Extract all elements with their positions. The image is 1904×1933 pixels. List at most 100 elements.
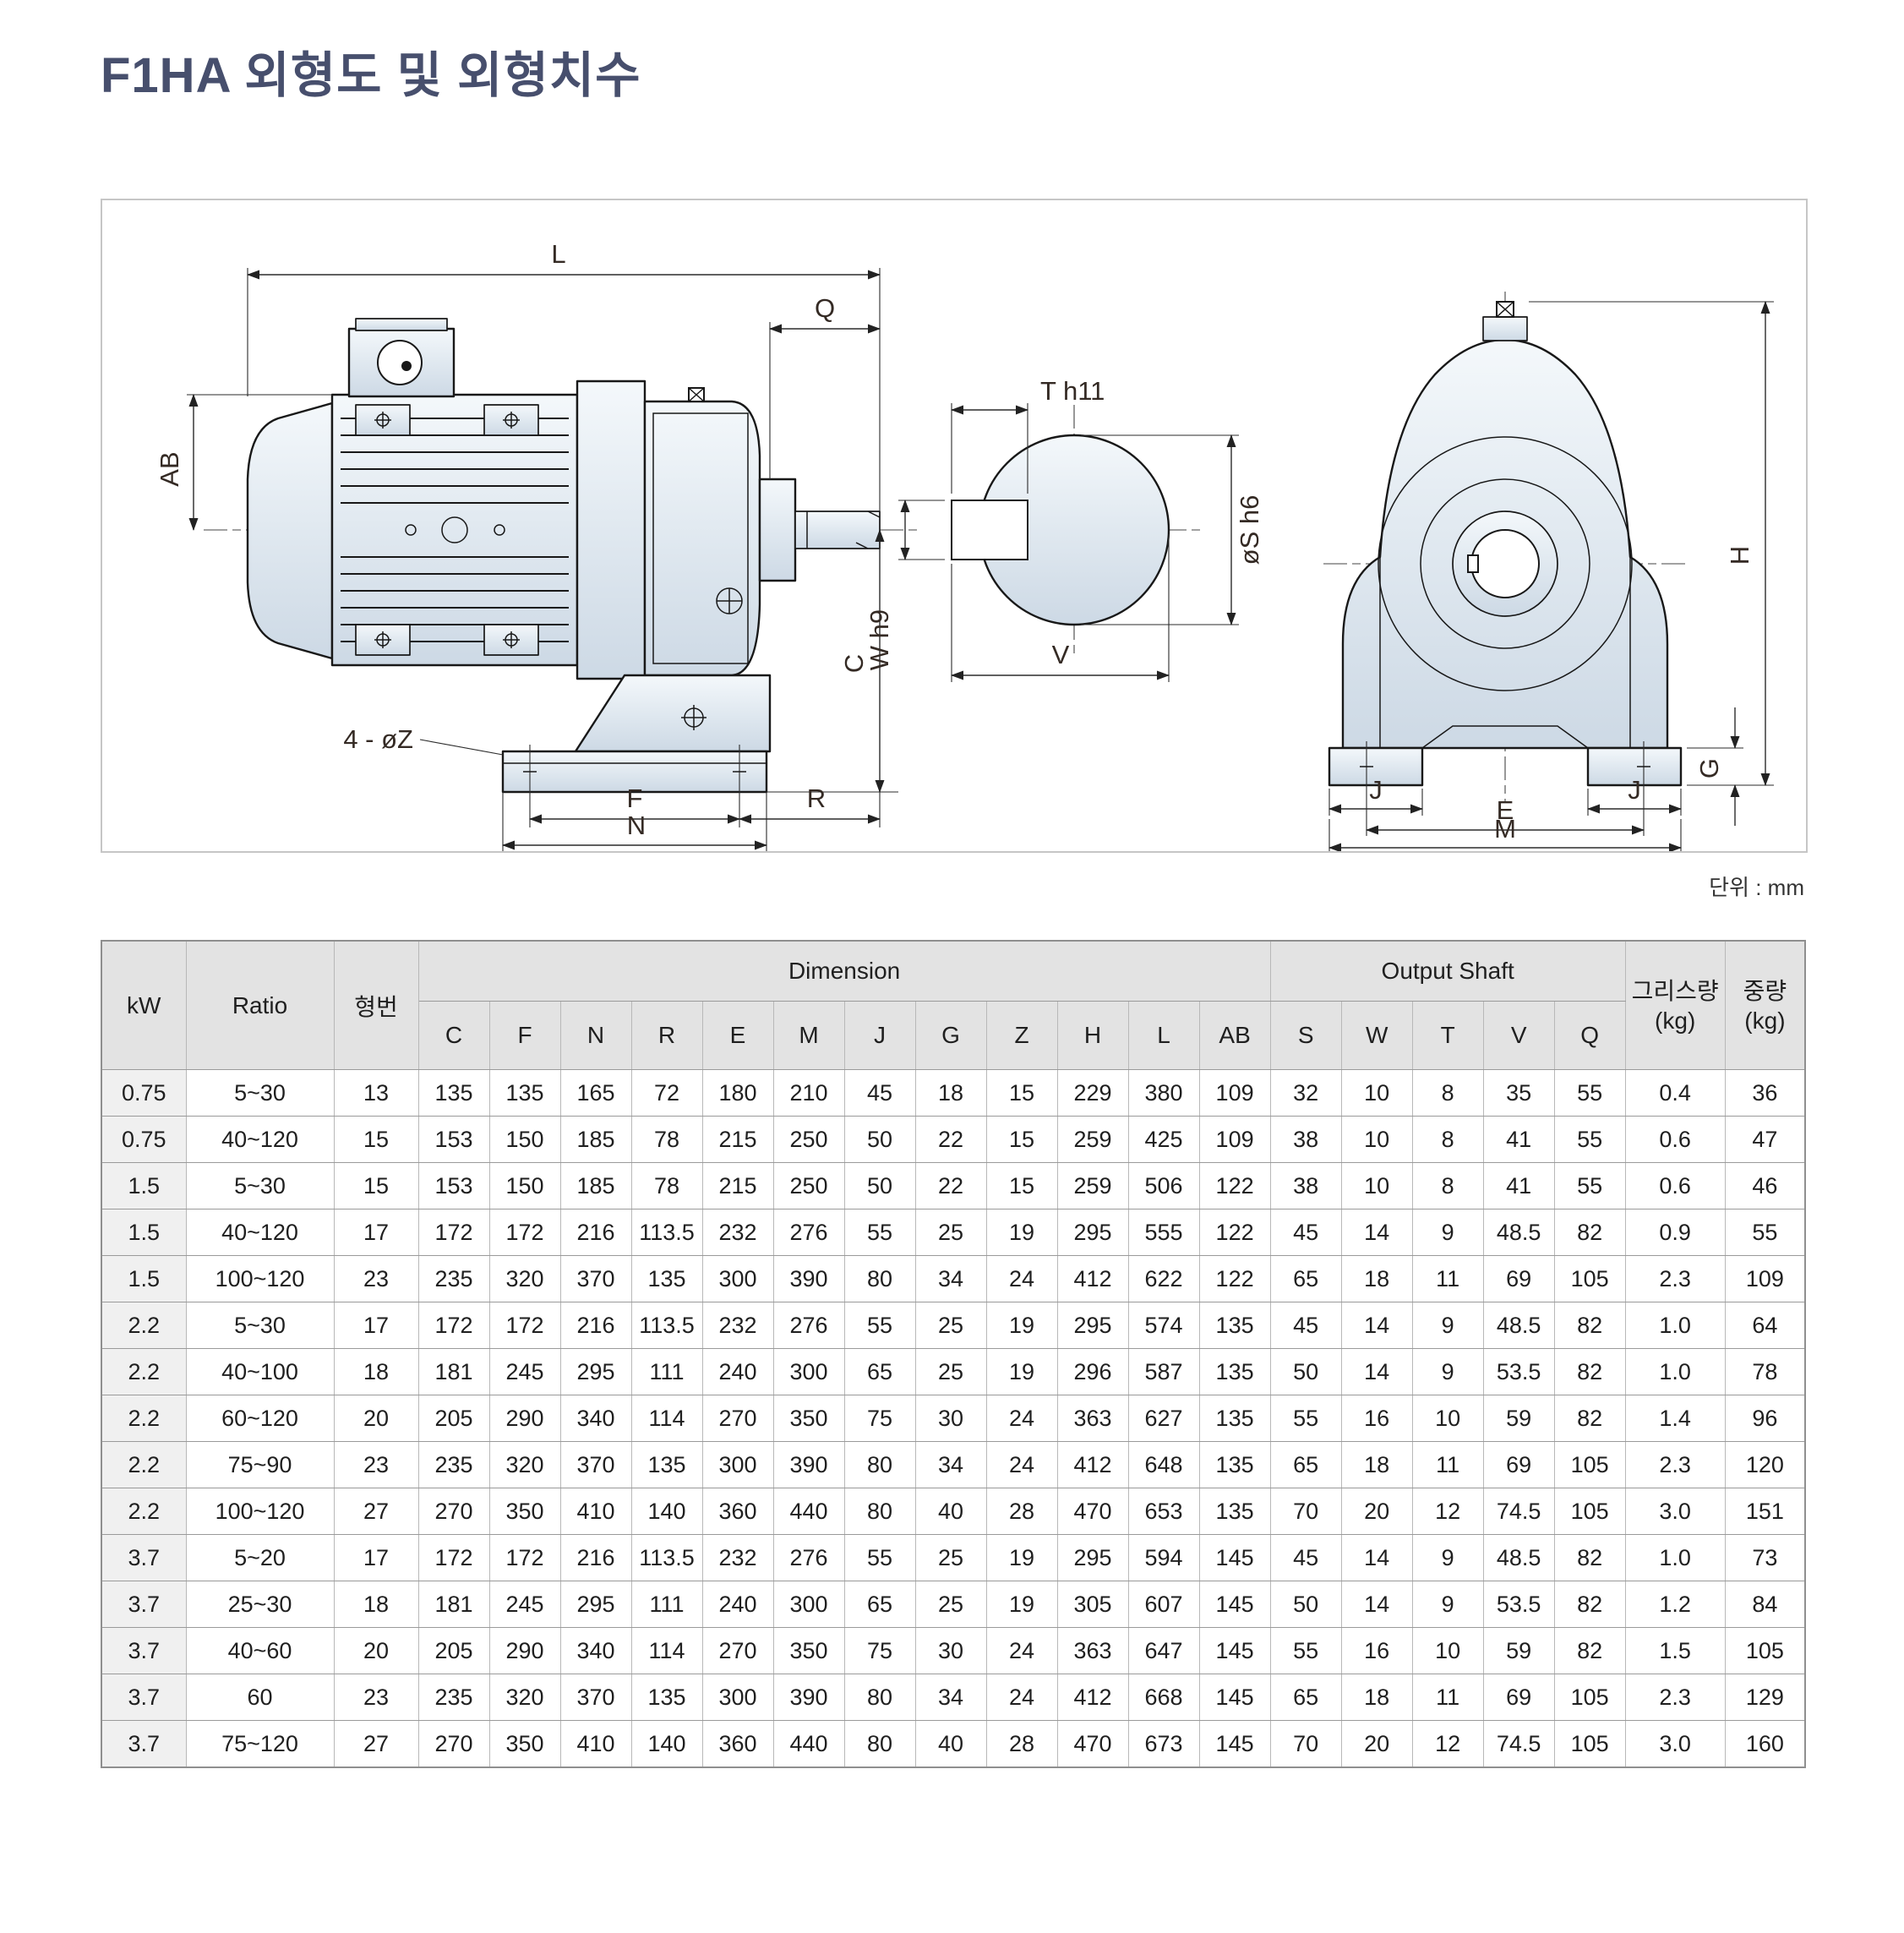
cell-value: 38 — [1269, 1116, 1342, 1163]
cell-value: 122 — [1198, 1209, 1271, 1256]
cell-value: 172 — [417, 1534, 490, 1581]
cell-value: 80 — [843, 1720, 916, 1768]
cell-value: 82 — [1553, 1348, 1626, 1395]
cell-value: 50 — [843, 1162, 916, 1209]
cell-value: 360 — [701, 1488, 774, 1535]
cell-value: 24 — [985, 1674, 1058, 1721]
dim-label-H: H — [1725, 546, 1754, 565]
cell-value: 113.5 — [630, 1209, 703, 1256]
cell-value: 1.5 — [1624, 1627, 1726, 1674]
cell-value: 20 — [1340, 1720, 1413, 1768]
cell-value: 470 — [1056, 1488, 1129, 1535]
cell-value: 290 — [488, 1627, 561, 1674]
cell-value: 25 — [914, 1302, 987, 1349]
cell-value: 47 — [1724, 1116, 1806, 1163]
cell-model: 17 — [333, 1534, 419, 1581]
cell-value: 270 — [701, 1395, 774, 1442]
cell-value: 305 — [1056, 1581, 1129, 1628]
cell-value: 25 — [914, 1581, 987, 1628]
cell-value: 55 — [1724, 1209, 1806, 1256]
cell-kw: 3.7 — [101, 1534, 187, 1581]
cell-value: 555 — [1127, 1209, 1200, 1256]
cell-value: 295 — [1056, 1534, 1129, 1581]
cell-value: 3.0 — [1624, 1488, 1726, 1535]
cell-value: 11 — [1411, 1441, 1484, 1488]
outline-drawing-panel: L Q AB C F R N 4 - øZ T h11 W h9 — [101, 199, 1808, 853]
cell-model: 27 — [333, 1720, 419, 1768]
cell-value: 82 — [1553, 1395, 1626, 1442]
motor-body — [330, 393, 579, 667]
col-header-ratio: Ratio — [185, 940, 335, 1070]
cell-value: 45 — [1269, 1534, 1342, 1581]
dim-label-T: T h11 — [1040, 376, 1105, 406]
cell-value: 296 — [1056, 1348, 1129, 1395]
cell-kw: 2.2 — [101, 1488, 187, 1535]
unit-note: 단위 : mm — [1709, 875, 1804, 900]
cell-value: 627 — [1127, 1395, 1200, 1442]
cell-value: 78 — [630, 1116, 703, 1163]
cell-value: 165 — [559, 1069, 632, 1117]
cell-value: 300 — [701, 1441, 774, 1488]
cell-value: 14 — [1340, 1348, 1413, 1395]
cell-value: 50 — [1269, 1581, 1342, 1628]
cell-value: 69 — [1482, 1255, 1555, 1302]
cell-value: 172 — [417, 1209, 490, 1256]
col-header-G: G — [914, 1001, 987, 1070]
cell-value: 55 — [843, 1209, 916, 1256]
cell-ratio: 5~30 — [185, 1069, 335, 1117]
cell-value: 14 — [1340, 1209, 1413, 1256]
cell-value: 135 — [1198, 1395, 1271, 1442]
cell-kw: 2.2 — [101, 1348, 187, 1395]
cell-value: 172 — [488, 1209, 561, 1256]
cell-value: 24 — [985, 1627, 1058, 1674]
cell-value: 0.6 — [1624, 1116, 1726, 1163]
cell-value: 28 — [985, 1720, 1058, 1768]
cell-value: 40 — [914, 1488, 987, 1535]
keyway — [951, 500, 1028, 560]
cell-value: 587 — [1127, 1348, 1200, 1395]
cell-value: 0.4 — [1624, 1069, 1726, 1117]
cell-kw: 1.5 — [101, 1209, 187, 1256]
cell-value: 506 — [1127, 1162, 1200, 1209]
cell-value: 10 — [1411, 1395, 1484, 1442]
cell-value: 1.0 — [1624, 1534, 1726, 1581]
dim-label-V: V — [1052, 640, 1070, 669]
cell-value: 12 — [1411, 1488, 1484, 1535]
cell-value: 172 — [488, 1302, 561, 1349]
col-header-E: E — [701, 1001, 774, 1070]
cell-value: 259 — [1056, 1116, 1129, 1163]
cell-value: 1.2 — [1624, 1581, 1726, 1628]
cell-value: 73 — [1724, 1534, 1806, 1581]
cell-value: 135 — [630, 1674, 703, 1721]
cell-value: 9 — [1411, 1581, 1484, 1628]
col-header-V: V — [1482, 1001, 1555, 1070]
cell-value: 38 — [1269, 1162, 1342, 1209]
cell-kw: 1.5 — [101, 1255, 187, 1302]
cell-value: 59 — [1482, 1395, 1555, 1442]
cell-value: 2.3 — [1624, 1255, 1726, 1302]
base-plate — [501, 750, 768, 794]
cell-value: 18 — [1340, 1674, 1413, 1721]
cell-ratio: 40~60 — [185, 1627, 335, 1674]
cell-kw: 0.75 — [101, 1069, 187, 1117]
cell-value: 9 — [1411, 1302, 1484, 1349]
cell-value: 135 — [1198, 1348, 1271, 1395]
cell-value: 622 — [1127, 1255, 1200, 1302]
cell-value: 34 — [914, 1441, 987, 1488]
dim-label-J-right: J — [1628, 775, 1641, 805]
cell-value: 673 — [1127, 1720, 1200, 1768]
cell-value: 150 — [488, 1162, 561, 1209]
cell-ratio: 100~120 — [185, 1488, 335, 1535]
cell-value: 185 — [559, 1116, 632, 1163]
cell-value: 135 — [630, 1441, 703, 1488]
cell-value: 129 — [1724, 1674, 1806, 1721]
cell-value: 80 — [843, 1255, 916, 1302]
cell-value: 113.5 — [630, 1302, 703, 1349]
cell-value: 64 — [1724, 1302, 1806, 1349]
cell-value: 109 — [1724, 1255, 1806, 1302]
cell-value: 16 — [1340, 1627, 1413, 1674]
